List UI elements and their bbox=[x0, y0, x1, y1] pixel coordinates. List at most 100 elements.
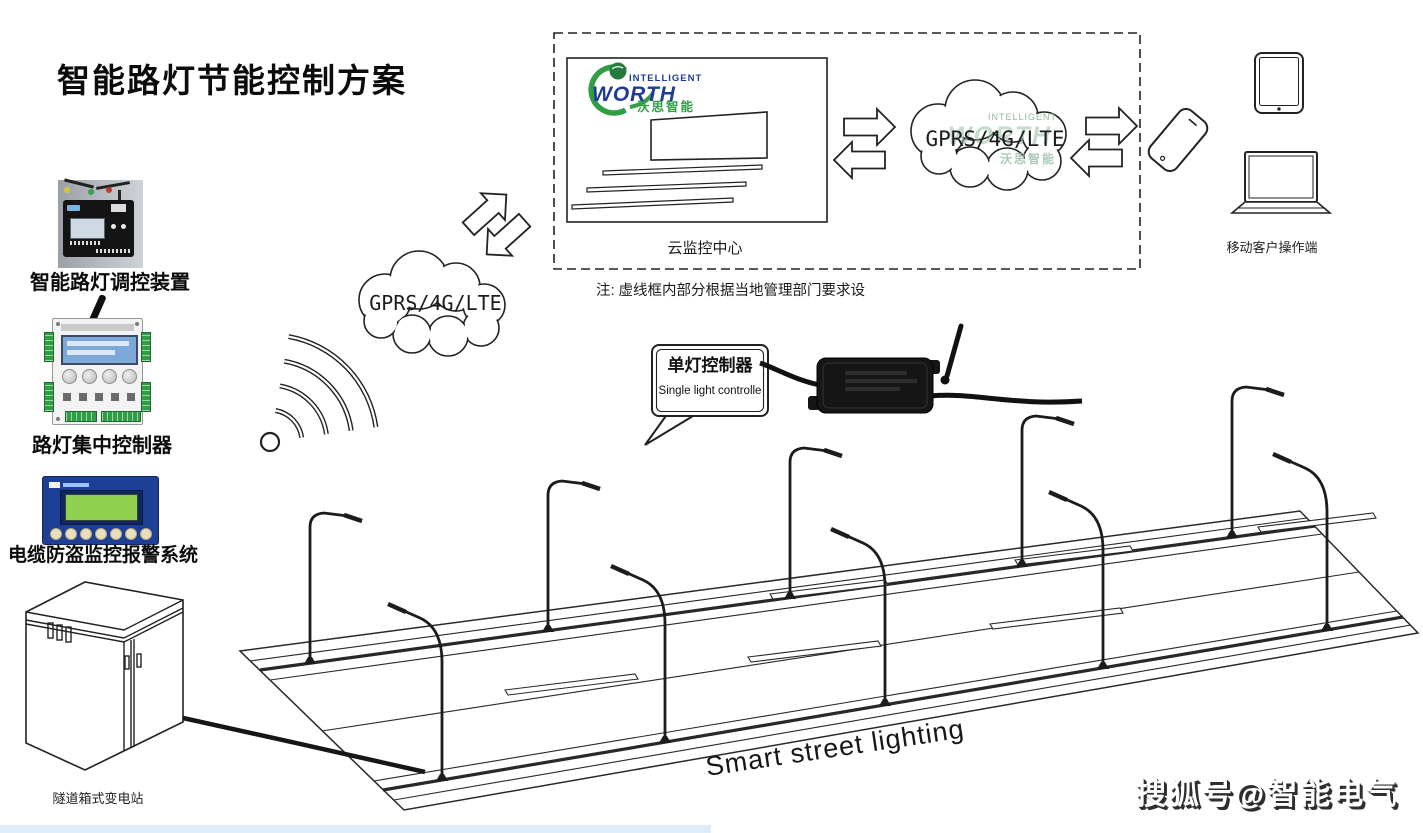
label-light-adjust-device: 智能路灯调控装置 bbox=[30, 272, 190, 294]
photo-central-controller bbox=[42, 293, 153, 433]
device-button bbox=[122, 369, 137, 384]
cloud-center-label: GPRS/4G/LTE bbox=[925, 127, 1065, 151]
vent-slot bbox=[56, 624, 63, 641]
page-title: 智能路灯节能控制方案 bbox=[57, 62, 407, 99]
label-central-controller: 路灯集中控制器 bbox=[32, 435, 172, 457]
arrow-left-icon bbox=[1070, 139, 1123, 177]
panel-button bbox=[95, 528, 107, 540]
label-transformer-station: 隧道箱式变电站 bbox=[52, 791, 144, 806]
device-body bbox=[52, 318, 143, 425]
wifi-signal-icon bbox=[259, 334, 379, 453]
cable-right bbox=[929, 392, 1083, 405]
arrow-right-icon bbox=[1085, 107, 1138, 145]
lane-dashes-lower bbox=[504, 607, 1124, 696]
terminal-block bbox=[65, 411, 97, 422]
terminal-block bbox=[141, 332, 151, 362]
phone-icon bbox=[1147, 108, 1209, 172]
terminal-block bbox=[141, 382, 151, 412]
icon-key bbox=[127, 393, 135, 401]
panel-button bbox=[80, 528, 92, 540]
device-lcd bbox=[61, 335, 138, 365]
road-near-lamp-line bbox=[382, 615, 1404, 792]
street-light bbox=[1016, 414, 1075, 567]
arrow-left-icon bbox=[833, 141, 886, 179]
icon-key bbox=[111, 393, 119, 401]
device-button bbox=[102, 369, 117, 384]
wire-terminal-yellow bbox=[64, 187, 70, 193]
worth-logo-intelligent: INTELLIGENT bbox=[629, 73, 703, 84]
brand-text-bar bbox=[63, 483, 89, 487]
wire bbox=[95, 181, 131, 190]
panel-button bbox=[110, 528, 122, 540]
transformer-cabinet bbox=[25, 581, 184, 771]
street-light bbox=[387, 601, 448, 781]
cloud-watermark-cn: 沃思智能 bbox=[1000, 152, 1057, 166]
vent-slot bbox=[47, 622, 54, 639]
dashed-boundary-box bbox=[553, 32, 1141, 270]
screw bbox=[135, 322, 139, 326]
callout-subtitle: Single light controlle bbox=[658, 385, 762, 397]
cable-left bbox=[759, 360, 821, 388]
antenna-icon bbox=[944, 323, 964, 379]
lcd-screen-green bbox=[65, 494, 138, 521]
screw bbox=[56, 417, 60, 421]
screw bbox=[56, 322, 60, 326]
lane-dashes-upper bbox=[769, 512, 1377, 600]
lcd-row bbox=[67, 350, 115, 355]
lcd-row bbox=[67, 341, 129, 346]
cloud-watermark-intelligent: INTELLIGENT bbox=[988, 112, 1058, 122]
door-handle bbox=[136, 653, 142, 668]
arrow-right-icon bbox=[843, 108, 896, 146]
laptop-icon bbox=[1229, 151, 1333, 214]
street-light bbox=[1272, 451, 1333, 631]
photo-cable-alarm-panel bbox=[42, 476, 159, 545]
power-cable bbox=[182, 715, 426, 775]
street-light bbox=[542, 479, 601, 632]
tablet-icon bbox=[1254, 52, 1304, 114]
street-light bbox=[304, 511, 363, 664]
site-watermark: 搜狐号@智能电气 bbox=[1136, 778, 1400, 811]
street-lights-far-row bbox=[304, 385, 1285, 664]
callout-bubble bbox=[644, 344, 769, 446]
device-logo bbox=[67, 205, 80, 211]
photo-light-adjust-device bbox=[58, 178, 143, 268]
worth-logo-main: WORTH bbox=[592, 83, 676, 106]
street-lights-near-row bbox=[387, 451, 1333, 781]
bottom-accent-bar bbox=[0, 825, 711, 833]
pc-screen bbox=[650, 111, 768, 161]
device-screen bbox=[70, 218, 105, 239]
device-button bbox=[121, 224, 126, 229]
terminal-block bbox=[44, 332, 54, 362]
wire-terminal-green bbox=[88, 189, 94, 195]
desk-bars bbox=[571, 164, 763, 210]
device-tag bbox=[111, 204, 126, 212]
worth-logo-cn: 沃思智能 bbox=[637, 100, 696, 114]
worth-logo-swirl bbox=[588, 62, 655, 116]
brand-mark bbox=[49, 482, 60, 488]
cloud-center-icon bbox=[910, 79, 1067, 191]
street-light bbox=[784, 446, 843, 599]
icon-key bbox=[63, 393, 71, 401]
street-light bbox=[1226, 385, 1285, 538]
lcd-frame bbox=[60, 490, 143, 525]
label-cable-alarm-system: 电缆防盗监控报警系统 bbox=[7, 545, 198, 566]
monitoring-pc bbox=[566, 57, 828, 223]
device-text-strip bbox=[70, 241, 102, 245]
monitoring-center-caption: 云监控中心 bbox=[667, 240, 743, 257]
single-light-controller-device bbox=[759, 323, 1083, 414]
device-body bbox=[63, 200, 134, 257]
mobile-clients-label: 移动客户操作端 bbox=[1226, 240, 1318, 255]
street-light bbox=[610, 563, 671, 743]
device-text-strip bbox=[96, 249, 130, 253]
panel-button bbox=[65, 528, 77, 540]
panel-button bbox=[125, 528, 137, 540]
device-header-strip bbox=[61, 324, 134, 331]
street-light bbox=[830, 526, 891, 706]
device-button bbox=[62, 369, 77, 384]
cloud-watermark-worth: WORTH bbox=[948, 122, 1052, 150]
panel-button bbox=[140, 528, 152, 540]
cloud-left-icon bbox=[358, 250, 506, 357]
device-button bbox=[111, 224, 116, 229]
